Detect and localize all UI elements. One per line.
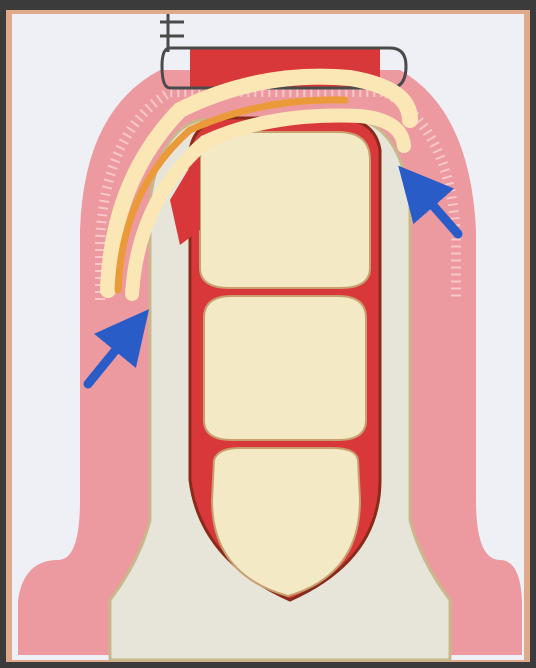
phalanx-distal <box>200 132 370 288</box>
phalanx-middle <box>204 296 366 440</box>
